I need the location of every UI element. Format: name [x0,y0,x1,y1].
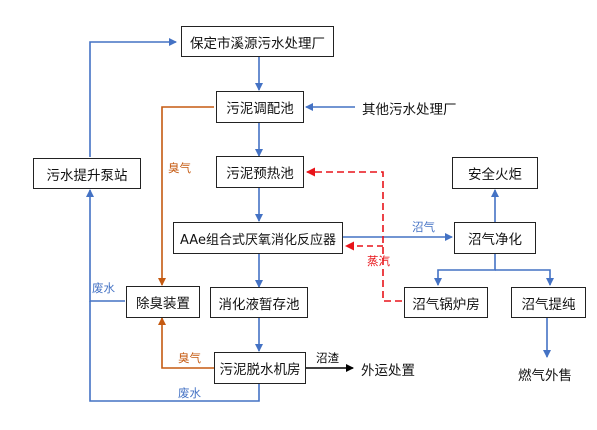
node-wwtp: 保定市溪源污水处理厂 [181,26,334,57]
node-gas-sale: 燃气外售 [518,368,572,384]
node-lift-pump: 污水提升泵站 [33,158,141,189]
label-waste-water-2: 废水 [178,386,201,400]
flow-dewater-waste [89,301,260,402]
node-other-wwtp: 其他污水处理厂 [362,102,457,118]
flow-odor-dewater [158,317,214,369]
flow-pump-to-wwtp [89,38,177,157]
flow-steam [306,167,402,302]
node-biogas-purify: 沼气净化 [454,222,536,254]
node-dewater-room: 污泥脱水机房 [214,352,306,384]
node-digester: AAe组合式厌氧消化反应器 [173,222,343,254]
label-odor-1: 臭气 [168,161,191,175]
label-sludge-cake: 沼渣 [316,351,339,365]
flow-odor-blending [158,106,214,286]
node-external-disposal: 外运处置 [361,363,415,379]
node-safety-flare: 安全火炬 [452,157,538,189]
node-boiler-room: 沼气锅炉房 [404,287,488,318]
node-deodor: 除臭装置 [126,286,200,318]
label-steam: 蒸汽 [367,254,390,268]
flow-purify-split [434,253,496,286]
label-odor-2: 臭气 [178,351,201,365]
node-digestate-tank: 消化液暂存池 [210,287,308,318]
node-preheat-tank: 污泥预热池 [216,156,304,188]
node-biogas-upgrade: 沼气提纯 [511,287,586,318]
node-blending-tank: 污泥调配池 [216,91,304,123]
flow-purify-to-upgrade [495,269,554,286]
label-biogas: 沼气 [412,220,435,234]
label-waste-water-1: 废水 [92,281,115,295]
